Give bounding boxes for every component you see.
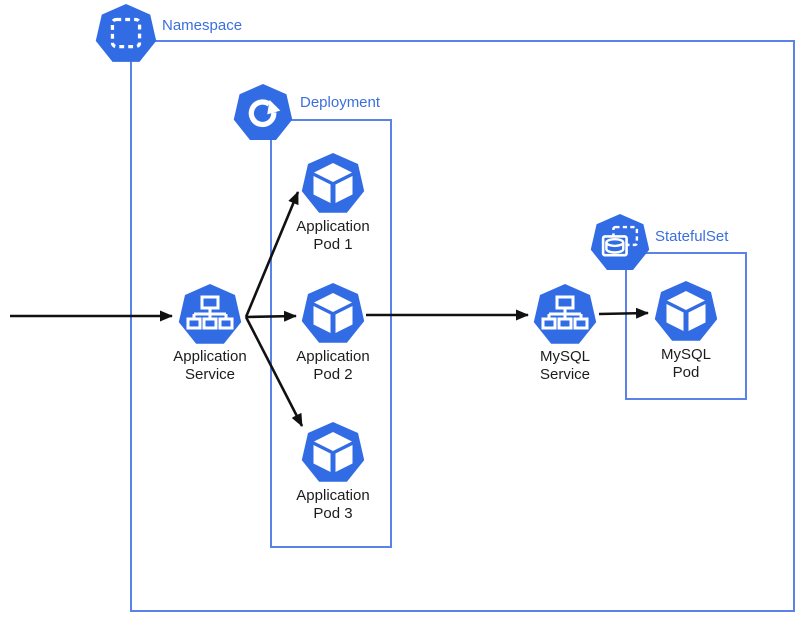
namespace-icon [95,3,157,62]
application-pod-1-label: Application Pod 1 [296,218,370,253]
statefulset-label: StatefulSet [655,228,729,245]
mysql-pod-label: MySQL Pod [660,346,712,381]
application-service-label: Application Service [173,348,247,383]
namespace-boundary-box [130,40,795,612]
namespace-label: Namespace [162,17,243,34]
statefulset-boundary-box [625,252,747,400]
deployment-icon [233,83,293,140]
application-pod-3-icon [301,422,365,482]
application-pod-2-label: Application Pod 2 [296,348,370,383]
mysql-service-icon [533,284,597,344]
application-pod-3-label: Application Pod 3 [296,487,370,522]
application-service-icon [178,284,242,344]
application-pod-1-icon [301,153,365,213]
application-pod-2-icon [301,283,365,343]
mysql-pod-icon [654,281,718,341]
deployment-label: Deployment [300,94,381,111]
mysql-service-label: MySQL Service [539,348,591,383]
statefulset-icon [590,213,650,270]
